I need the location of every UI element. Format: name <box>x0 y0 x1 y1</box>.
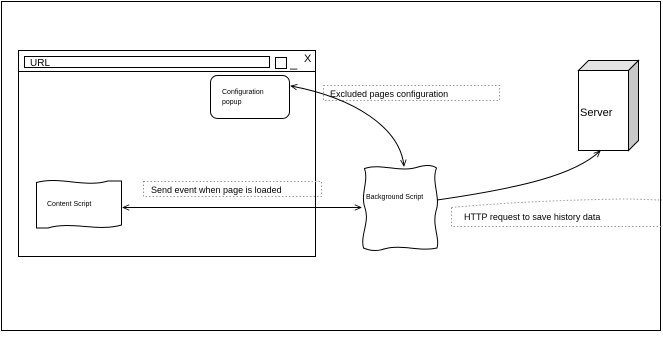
popup-to-background-edge <box>291 86 404 166</box>
background-to-server-edge <box>436 151 600 201</box>
background-script-shape <box>362 164 439 252</box>
configuration-popup-label-line2: popup <box>222 99 242 106</box>
content-script-label: Content Script <box>47 201 91 208</box>
content-script-shape <box>36 179 122 229</box>
url-bar[interactable] <box>24 56 270 68</box>
close-icon[interactable]: X <box>304 53 312 65</box>
server-node: Server <box>577 59 640 152</box>
excluded-pages-label: Excluded pages configuration <box>330 89 448 99</box>
configuration-popup-box <box>210 75 290 119</box>
maximize-icon[interactable] <box>275 57 287 69</box>
http-request-note <box>451 198 663 227</box>
server-front-face <box>578 70 629 151</box>
configuration-popup-label-line1: Configuration <box>222 89 264 96</box>
http-request-label: HTTP request to save history data <box>464 212 600 222</box>
server-side-face <box>628 59 639 152</box>
content-script-node: Content Script <box>36 179 122 229</box>
background-script-label: Background Script <box>366 194 423 201</box>
send-event-note <box>143 181 322 197</box>
url-label: URL <box>30 58 50 69</box>
configuration-popup-node: Configuration popup <box>210 75 290 119</box>
minimize-icon[interactable]: _ <box>289 55 298 70</box>
send-event-label: Send event when page is loaded <box>151 185 282 195</box>
server-label: Server <box>580 107 613 119</box>
background-script-node: Background Script <box>362 164 439 252</box>
